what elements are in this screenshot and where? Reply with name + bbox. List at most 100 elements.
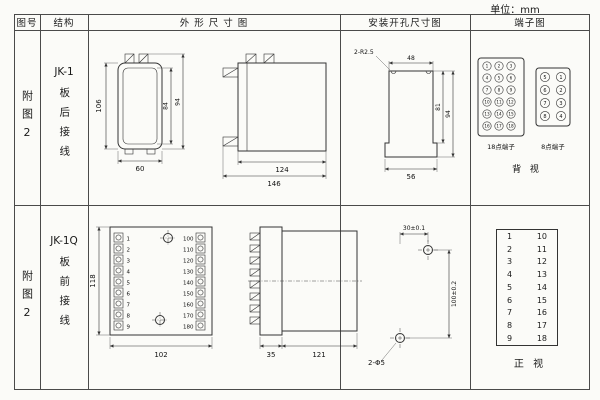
jk1-front-view: 106 84 94 60: [95, 53, 185, 173]
terminal-number: 14: [496, 112, 502, 117]
terminal-circles-18: [482, 61, 516, 131]
header-mounting: 安装开孔尺寸图: [368, 18, 442, 29]
figure-number: 附图2: [20, 89, 34, 146]
terminal-number: 1: [486, 64, 489, 69]
jk1-side-view: 124 146: [222, 53, 327, 188]
leader-line: [375, 55, 391, 71]
terminal-number: 6: [510, 76, 513, 81]
left-terminal-numbers: 1 2 3 4 5 6 7 8 9: [127, 236, 131, 330]
dim-body-depth: 121: [312, 351, 325, 359]
terminal-left: 4: [507, 270, 513, 280]
terminal-number: 18: [508, 124, 514, 129]
terminal-number: 8: [543, 114, 546, 120]
dim-total-depth: 146: [267, 180, 281, 188]
terminal-number: 9: [127, 324, 131, 330]
dimension-lines: [104, 53, 185, 164]
terminal-left: 1: [507, 231, 513, 241]
terminal-right: 13: [536, 270, 547, 280]
unit-label: 单位：mm: [490, 5, 540, 16]
dimension-lines: [384, 70, 455, 172]
dim-cutout-bottom-width: 56: [407, 173, 416, 181]
dimension-lines: [222, 146, 327, 179]
terminal-number: 6: [543, 88, 546, 94]
relay-case-front: [117, 62, 163, 155]
table-border: [14, 14, 590, 390]
terminal-right: 12: [536, 257, 547, 267]
terminal-number: 13: [484, 112, 490, 117]
terminal-right: 17: [536, 321, 547, 331]
terminal-number: 5: [543, 75, 546, 81]
terminal-number: 6: [127, 291, 131, 297]
right-terminal-numbers: 100 110 120 130 140 150 160 170 180: [183, 236, 194, 330]
terminal-left: 2: [507, 244, 513, 254]
model-label: JK-1Q: [50, 235, 78, 247]
terminal-number: 8: [498, 88, 501, 93]
mounting-hole-top: [160, 230, 176, 246]
terminal-number: 180: [183, 324, 194, 330]
model-label: JK-1: [54, 66, 74, 78]
grid-line-h2: [14, 205, 590, 206]
terminal-right: 15: [536, 295, 547, 305]
terminal-number: 7: [486, 88, 489, 93]
grid-line-v1: [40, 14, 41, 390]
dim-hole-offset: 30±0.1: [403, 225, 425, 232]
relay-case-side: [222, 62, 327, 152]
grid-line-h1: [14, 30, 590, 31]
terminal-number: 8: [127, 313, 131, 319]
terminal-number: 17: [496, 124, 502, 129]
terminal-row: 8 17: [497, 321, 557, 330]
terminal-number: 2: [127, 247, 131, 253]
terminal-block-8: [535, 67, 571, 127]
terminal-number: 160: [183, 302, 194, 308]
terminal-left: 6: [507, 295, 513, 305]
terminal-numbers-8: 5 1 6 2 7 3 8 4: [543, 75, 562, 120]
top-screws: [124, 53, 149, 64]
terminal-number: 11: [496, 100, 502, 105]
terminal-number: 7: [543, 101, 546, 107]
terminal-number: 4: [559, 114, 562, 120]
terminal-number: 3: [559, 101, 562, 107]
jk1q-side-view: 35 121: [248, 226, 362, 359]
terminal-left: 8: [507, 321, 513, 331]
terminal-left: 3: [507, 257, 513, 267]
terminal-number: 110: [183, 247, 194, 253]
leader-line: [381, 342, 397, 361]
terminal-number: 100: [183, 236, 194, 242]
dim-inner-height: 84: [163, 102, 170, 110]
wiring-label: 板前接线: [58, 256, 71, 334]
terminal-row: 3 12: [497, 257, 557, 266]
header-outline: 外 形 尺 寸 图: [179, 18, 249, 29]
terminal-number: 5: [127, 280, 131, 286]
terminal-number: 3: [510, 64, 513, 69]
jk1q-panel-drilling: 30±0.1 100±0.2 2-Φ5: [368, 225, 458, 367]
grid-line-v4: [470, 14, 471, 390]
terminal-number: 120: [183, 258, 194, 264]
figure-number-cell-1: 附图2: [14, 30, 40, 205]
terminal-number: 2: [559, 88, 562, 94]
top-screws: [245, 53, 275, 64]
dim-case-width: 102: [154, 351, 167, 359]
terminal-block-8-label: 8点端子: [541, 142, 565, 151]
dim-case-height: 118: [89, 274, 97, 287]
jk1-terminal-diagram: 1 2 3 4 5 6 7 8 9 10 11 12 13 14 15 16 1…: [477, 57, 571, 175]
jk1-panel-cutout: 2-R2.5 48 81 94 56: [354, 49, 455, 181]
structure-cell-jk1q: JK-1Q 板前接线: [40, 205, 88, 390]
dim-body-depth: 124: [275, 166, 289, 174]
terminal-number: 1: [127, 236, 131, 242]
terminal-number: 140: [183, 280, 194, 286]
dim-case-height: 106: [95, 99, 103, 113]
terminal-row: 6 15: [497, 296, 557, 305]
view-label-front: 正 视: [513, 359, 547, 370]
terminal-number: 150: [183, 291, 194, 297]
terminal-right: 11: [536, 244, 547, 254]
terminal-right: 16: [536, 308, 547, 318]
terminal-number: 4: [486, 76, 489, 81]
header-fig-no: 图号: [16, 18, 38, 29]
terminal-block-18: [477, 57, 525, 137]
terminal-row: 4 13: [497, 270, 557, 279]
